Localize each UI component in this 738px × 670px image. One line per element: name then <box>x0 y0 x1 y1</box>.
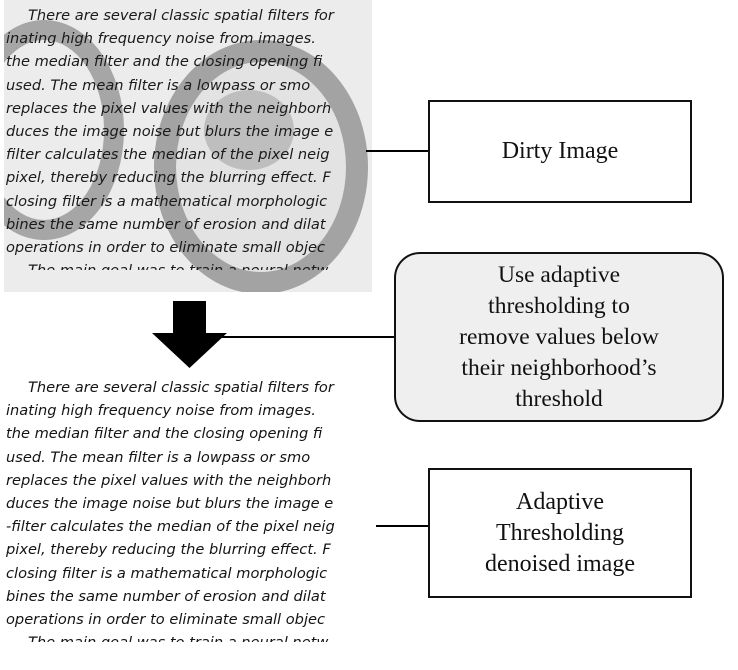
result-label-line: denoised image <box>485 550 635 577</box>
method-label: Use adaptive thresholding to remove valu… <box>459 260 659 415</box>
result-label-line: Thresholding <box>496 519 624 546</box>
text-line: bines the same number of erosion and dil… <box>6 587 326 605</box>
text-line: closing filter is a mathematical morphol… <box>6 192 328 210</box>
down-arrow-icon <box>152 301 227 368</box>
text-line: filter calculates the median of the pixe… <box>6 146 330 164</box>
text-line: used. The mean filter is a lowpass or sm… <box>6 448 311 466</box>
text-line: pixel, thereby reducing the blurring eff… <box>6 541 331 559</box>
method-label-line: threshold <box>515 385 603 412</box>
text-line: used. The mean filter is a lowpass or sm… <box>6 76 311 94</box>
method-label-line: their neighborhood’s <box>461 354 657 381</box>
text-line: pixel, thereby reducing the blurring eff… <box>6 169 331 187</box>
text-line: the median filter and the closing openin… <box>6 53 323 71</box>
text-line: operations in order to eliminate small o… <box>6 239 326 257</box>
text-line-cut: The main goal was to train a neural netw <box>6 259 334 270</box>
text-line: inating high frequency noise from images… <box>6 402 316 420</box>
method-label-box: Use adaptive thresholding to remove valu… <box>394 252 724 422</box>
text-line: bines the same number of erosion and dil… <box>6 215 326 233</box>
text-line-cut: The main goal was to train a neural netw <box>6 631 335 642</box>
text-line: replaces the pixel values with the neigh… <box>6 99 332 117</box>
text-line: duces the image noise but blurs the imag… <box>6 123 334 141</box>
method-label-line: Use adaptive <box>497 261 621 288</box>
text-line: -filter calculates the median of the pix… <box>6 518 335 536</box>
denoised-image-panel: There are several classic spatial filter… <box>4 372 372 668</box>
dirty-image-label-box: Dirty Image <box>428 100 692 203</box>
text-line: closing filter is a mathematical morphol… <box>6 564 328 582</box>
text-line: inating high frequency noise from images… <box>6 30 316 48</box>
denoised-image-text: There are several classic spatial filter… <box>6 376 335 642</box>
method-label-line: remove values below <box>459 323 659 350</box>
dirty-image-label: Dirty Image <box>501 138 619 164</box>
method-label-line: thresholding to <box>488 292 630 319</box>
text-line: There are several classic spatial filter… <box>28 379 334 396</box>
text-line: operations in order to eliminate small o… <box>6 611 326 629</box>
text-line: There are several classic spatial filter… <box>28 7 334 24</box>
text-line: the median filter and the closing openin… <box>6 425 323 443</box>
result-label-line: Adaptive <box>516 488 604 515</box>
text-line: duces the image noise but blurs the imag… <box>6 495 334 513</box>
result-label: Adaptive Thresholding denoised image <box>485 487 635 580</box>
text-line: replaces the pixel values with the neigh… <box>6 471 332 489</box>
dirty-image-text: There are several classic spatial filter… <box>6 4 334 270</box>
result-label-box: Adaptive Thresholding denoised image <box>428 468 692 598</box>
